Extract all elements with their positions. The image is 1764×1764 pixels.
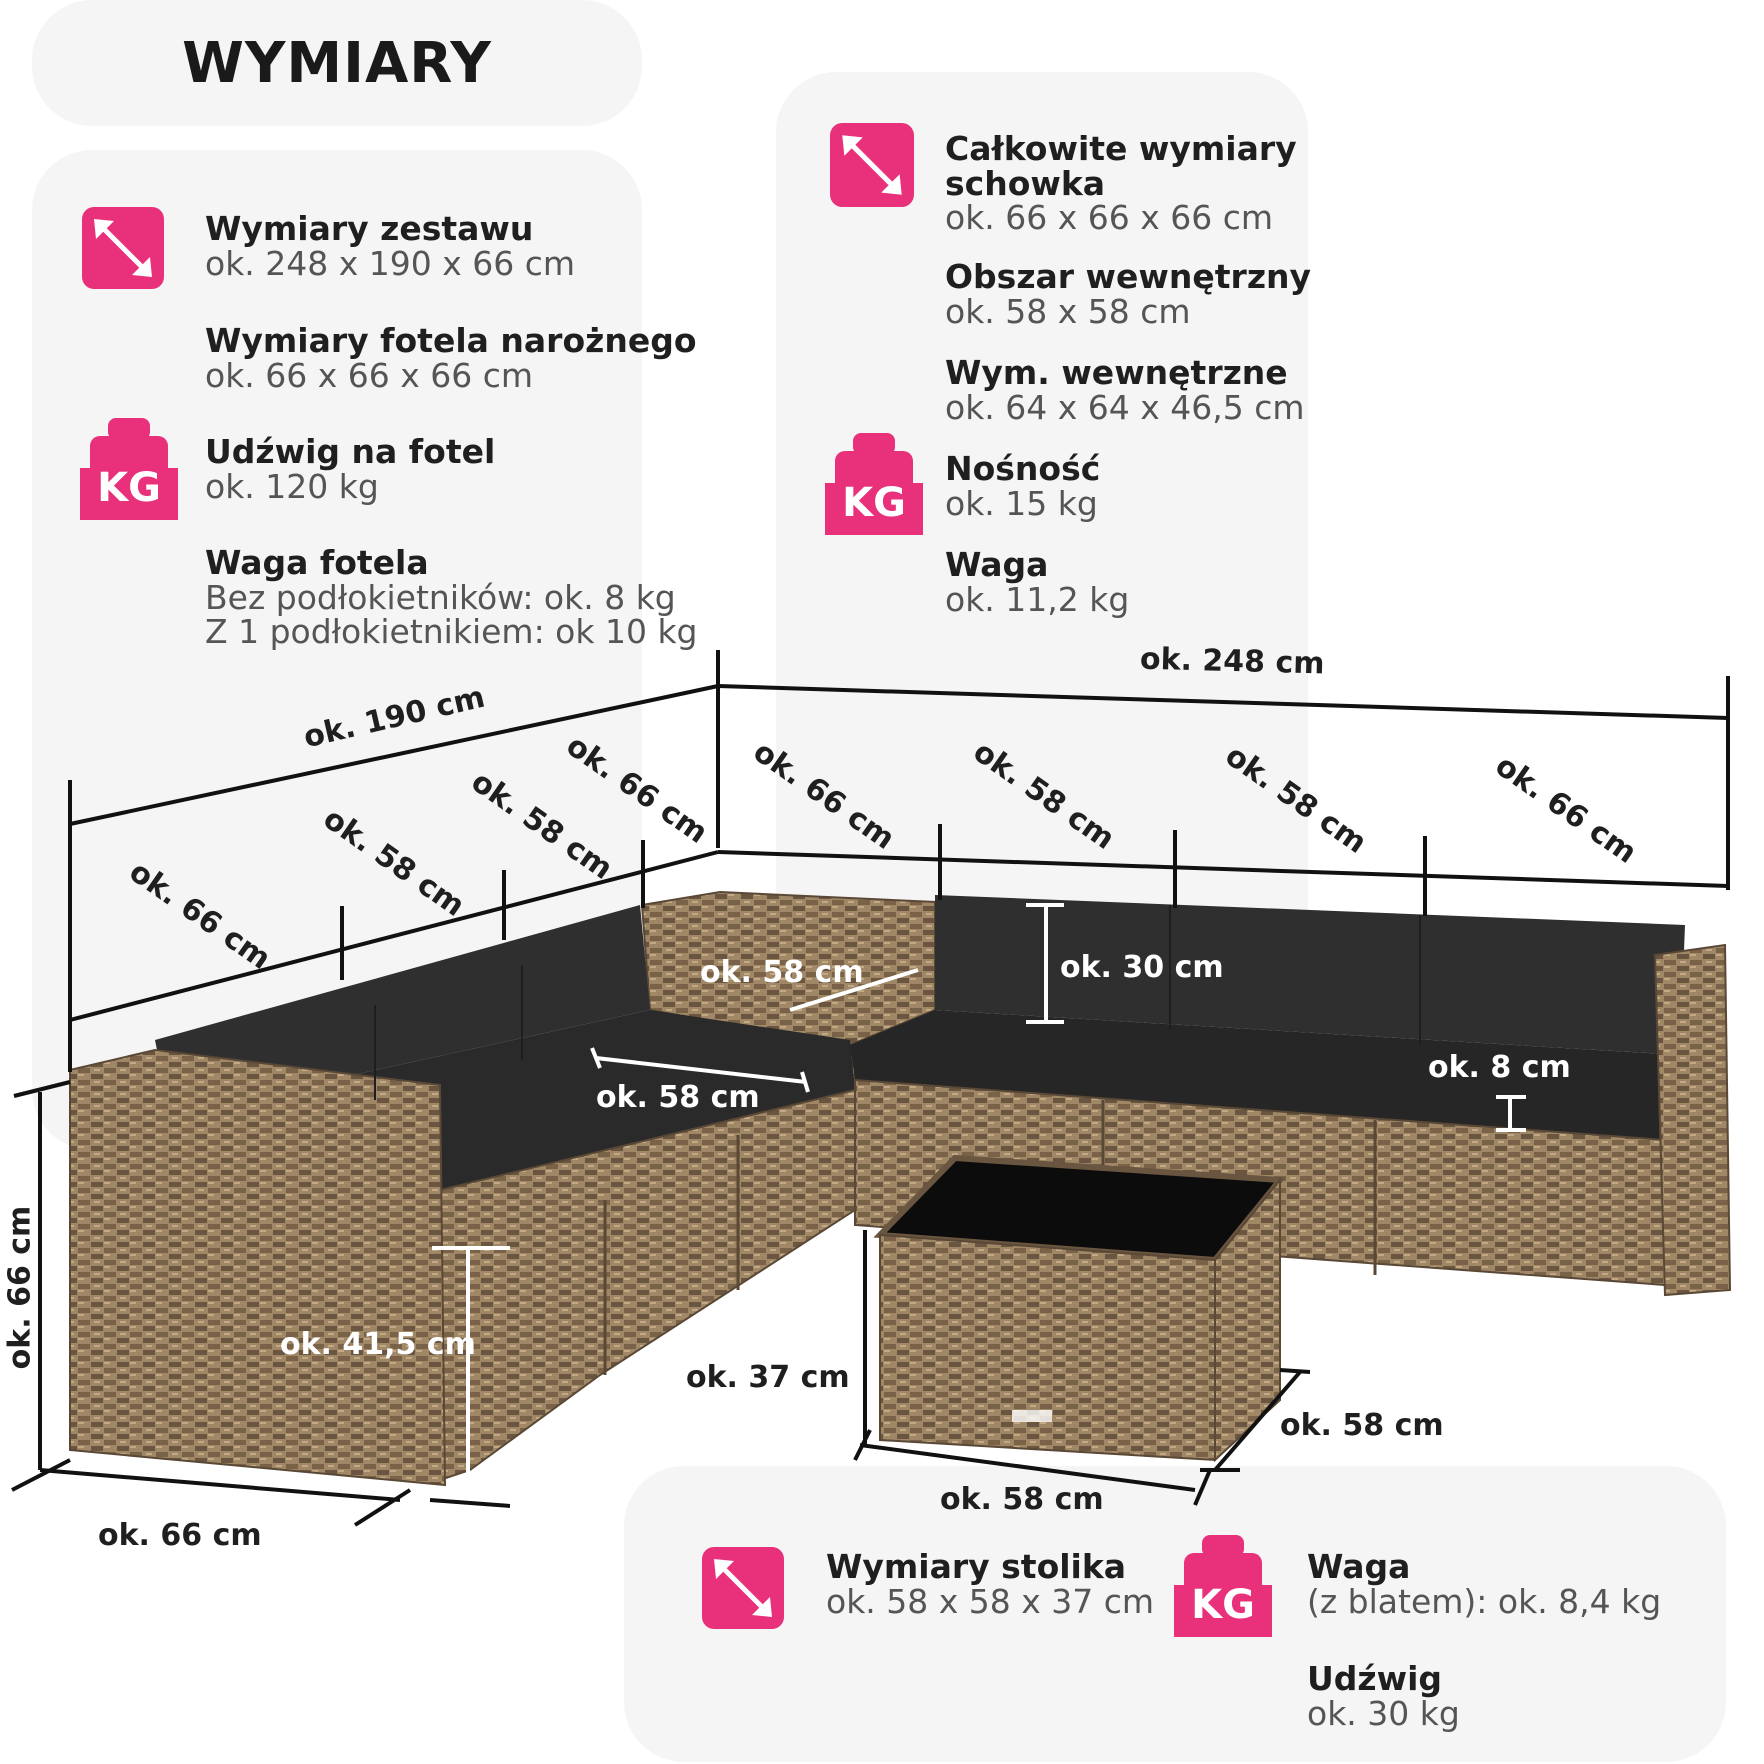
- left-sofa-section: [69, 905, 856, 1487]
- right-sofa-section: [850, 895, 1732, 1297]
- svg-text:KG: KG: [97, 465, 161, 511]
- storage-capacity: Nośność ok. 15 kg: [945, 449, 1101, 523]
- back-height-label: ok. 30 cm: [1060, 950, 1224, 985]
- table-weight: Waga (z blatem): ok. 8,4 kg: [1307, 1547, 1662, 1621]
- chair-depth-label: ok. 66 cm: [98, 1518, 262, 1553]
- table-width-label: ok. 58 cm: [940, 1482, 1104, 1517]
- white-dimension-lines: [432, 903, 1526, 1490]
- set-dimensions: Wymiary zestawu ok. 248 x 190 x 66 cm: [205, 209, 576, 283]
- total-length-label: ok. 248 cm: [1139, 641, 1325, 682]
- svg-text:KG: KG: [1191, 1582, 1255, 1628]
- weight-kg-icon: KG: [1174, 1535, 1272, 1641]
- seat-height-label: ok. 41,5 cm: [280, 1327, 476, 1362]
- weight-kg-icon: KG: [825, 433, 923, 539]
- svg-text:KG: KG: [842, 480, 906, 526]
- table-capacity: Udźwig ok. 30 kg: [1307, 1659, 1460, 1733]
- resize-arrows-icon: [702, 1547, 784, 1633]
- weight-kg-icon: KG: [80, 418, 178, 524]
- storage-dimensions: Całkowite wymiary schowka ok. 66 x 66 x …: [945, 129, 1297, 238]
- chair-capacity: Udźwig na fotel ok. 120 kg: [205, 432, 496, 506]
- page-title: WYMIARY: [32, 0, 642, 126]
- storage-weight: Waga ok. 11,2 kg: [945, 545, 1130, 619]
- table-dimensions: Wymiary stolika ok. 58 x 58 x 37 cm: [826, 1547, 1155, 1621]
- inner-dimensions: Wym. wewnętrzne ok. 64 x 64 x 46,5 cm: [945, 353, 1305, 427]
- height-label: ok. 66 cm: [2, 1205, 38, 1370]
- dimension-lines: [11, 650, 1730, 1527]
- coffee-table: [873, 1154, 1286, 1463]
- seat-depth-label: ok. 58 cm: [596, 1080, 760, 1115]
- resize-arrows-icon: [82, 207, 164, 293]
- inner-area: Obszar wewnętrzny ok. 58 x 58 cm: [945, 257, 1312, 331]
- table-depth-label: ok. 58 cm: [1280, 1408, 1444, 1443]
- chair-weight: Waga fotela Bez podłokietników: ok. 8 kg…: [205, 543, 698, 652]
- corner-chair-dimensions: Wymiary fotela narożnego ok. 66 x 66 x 6…: [205, 321, 697, 395]
- box-width-label: ok. 58 cm: [700, 955, 864, 990]
- resize-arrows-icon: [830, 123, 914, 211]
- cushion-thickness-label: ok. 8 cm: [1428, 1050, 1571, 1085]
- table-height-label: ok. 37 cm: [686, 1360, 850, 1395]
